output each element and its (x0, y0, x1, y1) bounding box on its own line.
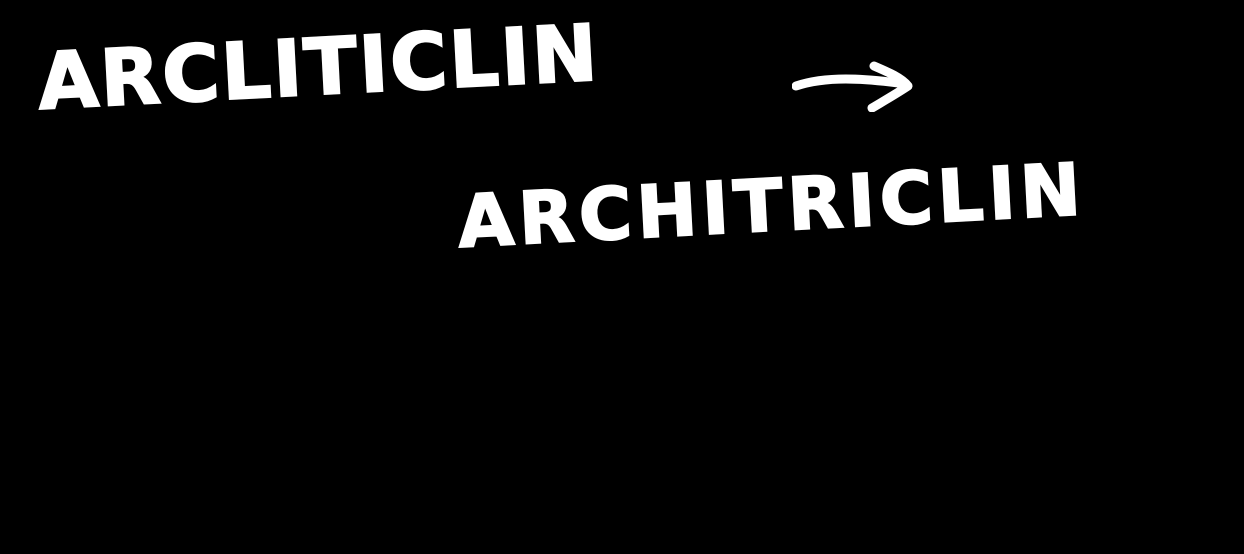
original-word: ARCLITICLIN (35, 8, 603, 129)
corrected-word: ARCHITRICLIN (455, 146, 1089, 265)
right-arrow-icon (792, 61, 913, 112)
